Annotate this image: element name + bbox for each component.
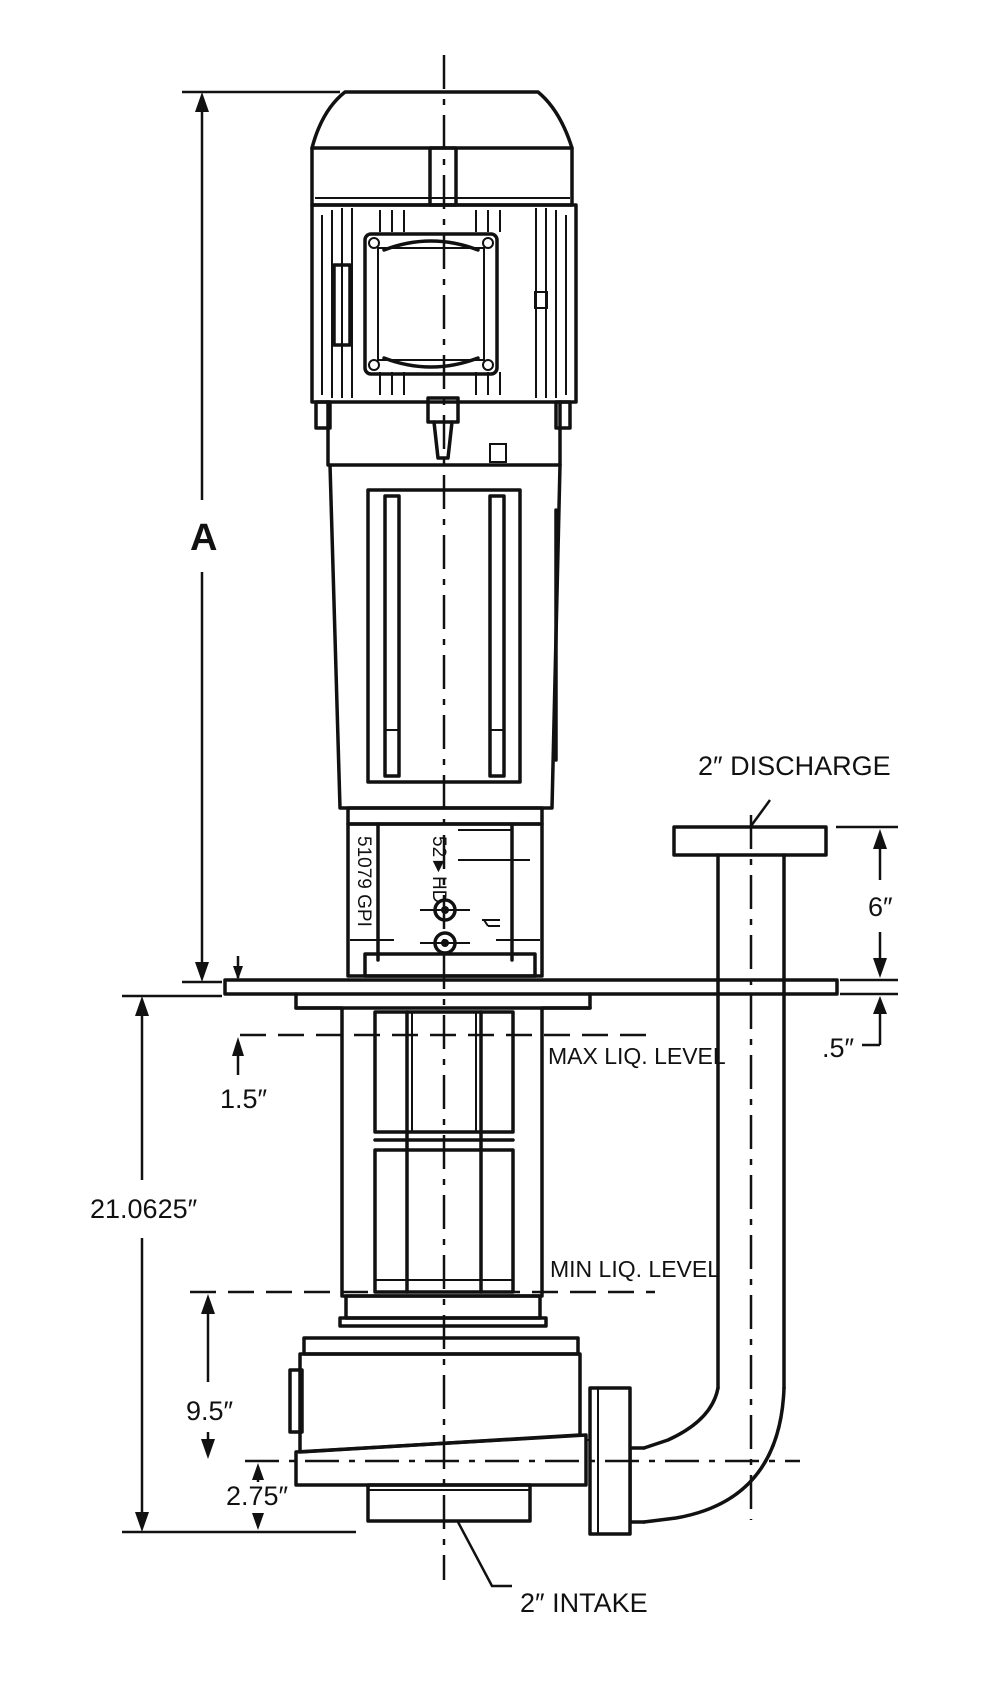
- dim-label-21-0625in: 21.0625″: [90, 1194, 198, 1224]
- dim-label-6in: 6″: [868, 892, 893, 922]
- dim-label-9-5in: 9.5″: [186, 1396, 234, 1426]
- support-stand: 51079 GPI 52►HD: [346, 806, 544, 978]
- dim-label-a: A: [190, 517, 217, 559]
- dimension-lines: [122, 90, 898, 1588]
- liquid-levels: [190, 1033, 655, 1294]
- dim-label-1-5in: 1.5″: [220, 1084, 268, 1114]
- dim-label-half-in: .5″: [822, 1033, 855, 1063]
- centerlines: [245, 55, 800, 1580]
- dim-label-2-75in: 2.75″: [226, 1481, 289, 1511]
- discharge-pipe: [586, 825, 828, 1536]
- serial-label: 51079 GPI: [353, 836, 374, 927]
- pump-casing: [288, 1294, 588, 1523]
- intake-callout: 2″ INTAKE: [520, 1588, 648, 1618]
- discharge-callout: 2″ DISCHARGE: [698, 751, 891, 781]
- model-label: 52►HD: [428, 836, 449, 903]
- min-level-callout: MIN LIQ. LEVEL: [550, 1256, 720, 1282]
- mounting-plate: [223, 978, 839, 996]
- motor-adapter: [326, 400, 562, 810]
- max-level-callout: MAX LIQ. LEVEL: [548, 1043, 726, 1069]
